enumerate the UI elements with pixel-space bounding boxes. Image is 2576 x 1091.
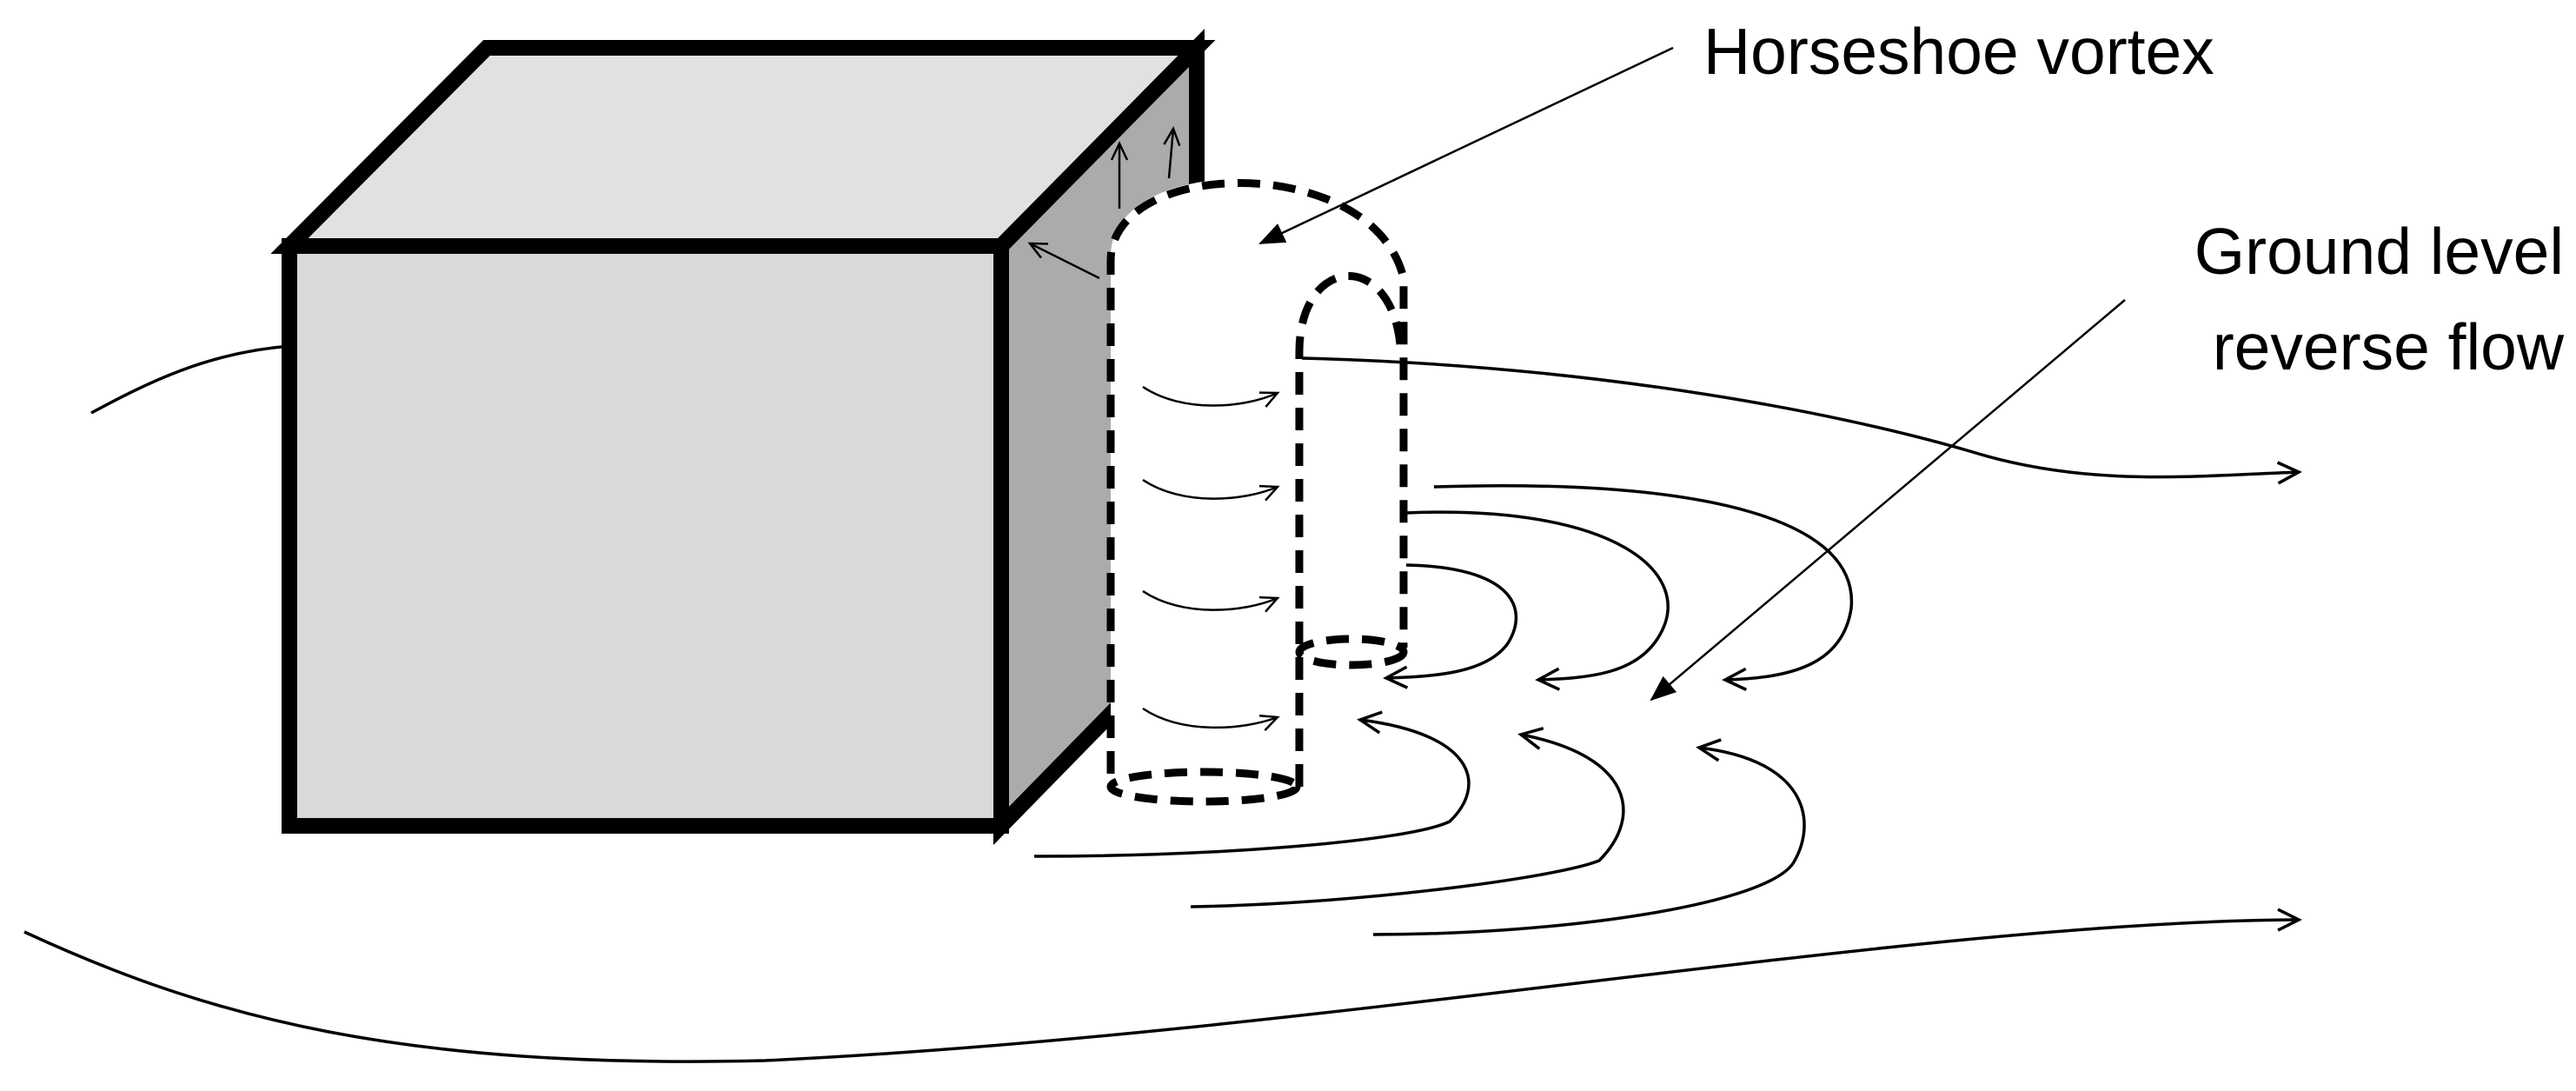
reverse-flow-upper bbox=[1383, 483, 1854, 691]
horseshoe-vortex-label: Horseshoe vortex bbox=[1703, 15, 2214, 88]
bottom-streamline bbox=[23, 908, 2302, 1063]
horseshoe-vortex-tube bbox=[1106, 179, 1408, 806]
vortex-backing bbox=[1111, 178, 1404, 790]
ground-level-label: Ground level bbox=[2194, 215, 2564, 288]
horseshoe-vortex-leader bbox=[1258, 46, 1674, 245]
vortex-base-left bbox=[1106, 768, 1301, 806]
cube-front-face bbox=[282, 238, 1009, 834]
upstream-streamline bbox=[90, 344, 292, 415]
building-cube bbox=[270, 29, 1216, 846]
reverse-flow-label: reverse flow bbox=[2213, 310, 2565, 383]
vortex-outer-contour bbox=[1106, 179, 1408, 774]
reverse-flow-lower bbox=[1033, 710, 1806, 936]
vortex-outflow-streamline bbox=[1301, 356, 2302, 485]
side-face-upflow-arrows bbox=[1027, 126, 1181, 280]
reverse-flow-leader bbox=[1650, 299, 2126, 702]
vortex-rotation-arrows bbox=[1142, 385, 1280, 731]
vortex-base-right bbox=[1295, 635, 1408, 669]
